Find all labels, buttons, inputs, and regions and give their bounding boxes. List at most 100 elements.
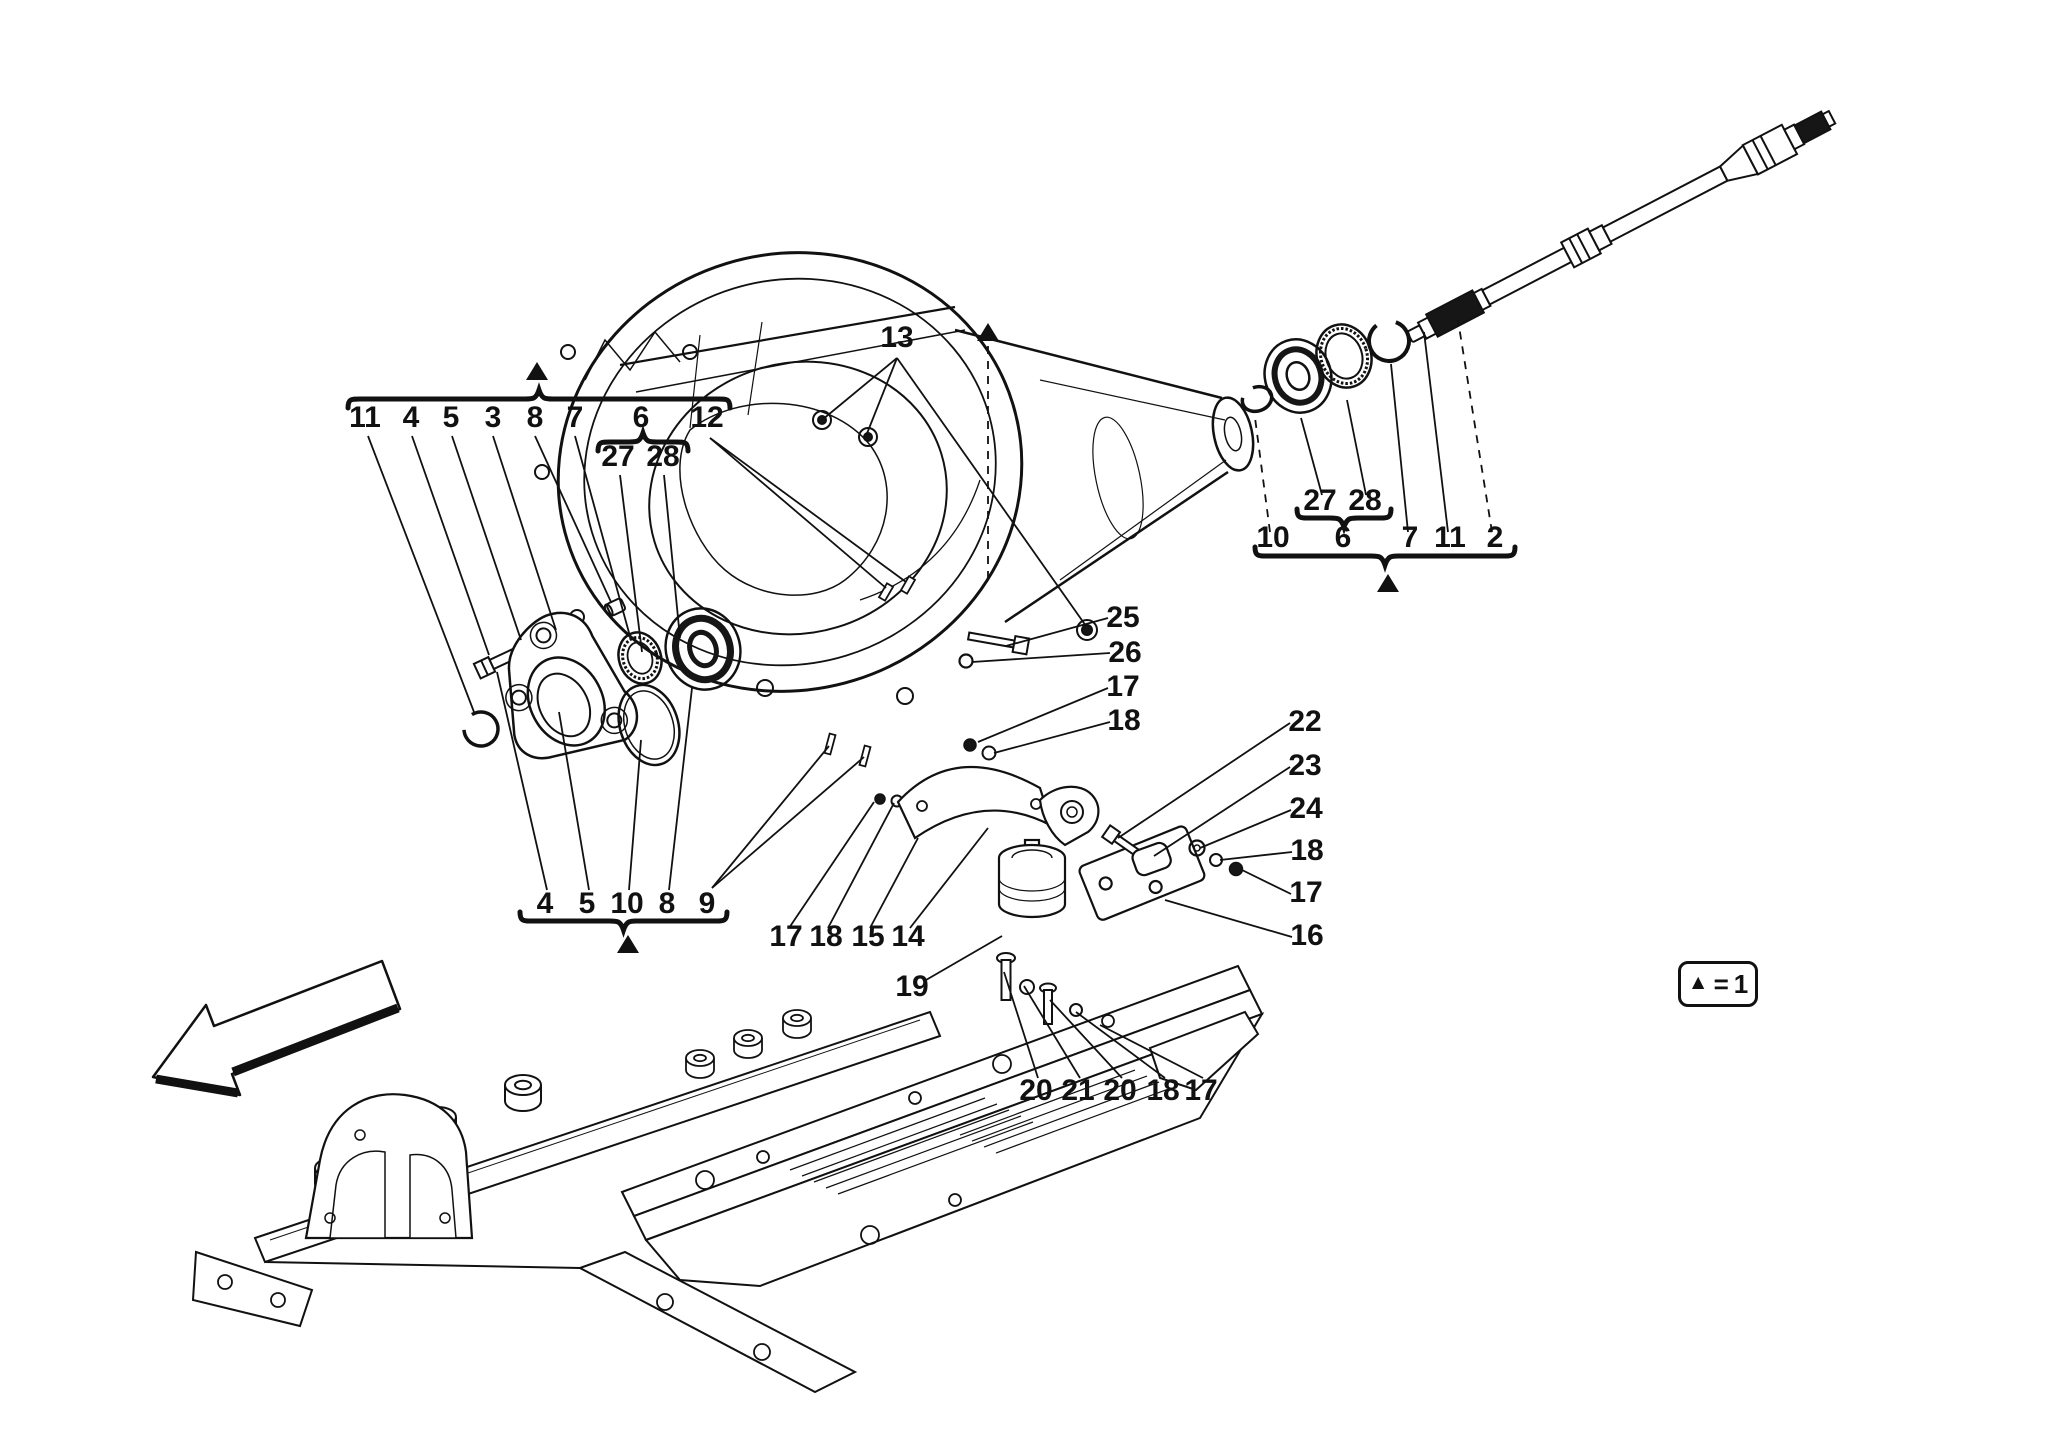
- legend-value: 1: [1733, 968, 1749, 999]
- callout-label: 7: [567, 401, 584, 434]
- leader-line: [367, 435, 475, 713]
- leader-lines: [367, 319, 1493, 1079]
- callout-label: 27: [1303, 484, 1336, 517]
- output-bearing-set: [1240, 319, 1411, 414]
- callout-label: 27: [601, 440, 634, 473]
- leader-line: [411, 435, 490, 656]
- leader-line: [1457, 319, 1493, 533]
- bolt-hole-icons: [534, 344, 1098, 705]
- leader-line: [1003, 971, 1039, 1079]
- callout-label: 17: [769, 920, 802, 953]
- callout-label: 14: [891, 920, 925, 953]
- leader-line: [993, 721, 1111, 754]
- leader-line: [1346, 399, 1367, 496]
- leader-line: [925, 935, 1003, 981]
- leader-line: [534, 435, 612, 603]
- callout-label: 8: [659, 887, 676, 920]
- seal-ring-icon: [617, 631, 663, 685]
- triangle-marker-icon: [617, 935, 639, 953]
- bolt-icon: [966, 631, 1031, 656]
- callout-label: 12: [690, 401, 723, 434]
- leader-line: [709, 437, 887, 589]
- callout-label: 23: [1288, 749, 1321, 782]
- callout-label: 18: [809, 920, 842, 953]
- leader-line: [971, 652, 1111, 663]
- grouping-brace: [595, 425, 691, 454]
- callout-label: 20: [1103, 1074, 1136, 1107]
- leader-line: [668, 687, 693, 891]
- leader-line: [1300, 417, 1323, 496]
- callout-label: 26: [1108, 636, 1141, 669]
- leader-line: [821, 357, 898, 421]
- gearbox-housing-illustration: [534, 251, 1255, 808]
- leader-line: [977, 687, 1109, 743]
- callout-label: 17: [1289, 876, 1322, 909]
- callout-label: 8: [527, 401, 544, 434]
- leader-line: [1219, 851, 1293, 861]
- callout-label: 5: [443, 401, 460, 434]
- assembly-triangle-markers: [526, 323, 1399, 953]
- chassis-subframe-illustration: [191, 964, 1265, 1394]
- leader-line: [1390, 363, 1409, 533]
- direction-arrow-icon: [151, 959, 402, 1098]
- leader-line: [788, 801, 875, 929]
- callout-label: 18: [1146, 1074, 1179, 1107]
- leader-line: [558, 711, 590, 891]
- callout-label: 7: [1402, 521, 1419, 554]
- leader-line: [1075, 1011, 1166, 1079]
- leader-line: [663, 474, 681, 639]
- grouping-brace: [1294, 506, 1394, 535]
- grouping-brace: [517, 909, 730, 938]
- grouping-braces: [345, 382, 1518, 938]
- callout-label: 10: [1256, 521, 1289, 554]
- bearing-icon: [664, 607, 742, 691]
- leader-line: [1423, 331, 1449, 533]
- callout-label: 16: [1290, 919, 1323, 952]
- damper-icon: [997, 838, 1067, 919]
- leader-line: [1023, 985, 1081, 1079]
- leader-line: [1164, 899, 1293, 938]
- leader-line: [628, 739, 642, 891]
- triangle-marker-icon: [526, 362, 548, 380]
- callout-label: 28: [646, 440, 679, 473]
- leader-line: [1117, 722, 1291, 839]
- callout-label: 5: [579, 887, 596, 920]
- callout-label: 25: [1106, 601, 1139, 634]
- leader-line: [574, 435, 632, 641]
- legend-equals-sign: =: [1713, 968, 1729, 999]
- callout-label: 18: [1107, 704, 1140, 737]
- rib-hatching: [789, 1069, 1172, 1195]
- callout-label: 9: [699, 887, 716, 920]
- leader-line: [1153, 766, 1291, 857]
- callout-label: 3: [485, 401, 502, 434]
- circlip-icon: [462, 710, 500, 748]
- drive-shaft-illustration: [1406, 109, 1837, 343]
- callout-label: 20: [1019, 1074, 1052, 1107]
- callout-label: 13: [880, 321, 913, 354]
- grouping-brace: [345, 382, 733, 411]
- callout-label: 28: [1348, 484, 1381, 517]
- triangle-marker-icon: [977, 323, 999, 341]
- leader-line: [1199, 809, 1292, 849]
- triangle-marker-icon: [1377, 574, 1399, 592]
- platform-bosses: [685, 1009, 812, 1079]
- callout-label: 11: [349, 401, 381, 434]
- leader-line: [709, 437, 907, 583]
- leader-line: [869, 837, 919, 929]
- callout-label: 10: [610, 887, 643, 920]
- leader-line: [896, 357, 1087, 627]
- callout-label: 22: [1288, 705, 1321, 738]
- callout-label: 6: [1335, 521, 1352, 554]
- leader-line: [1005, 617, 1109, 647]
- legend-box: ▲ = 1: [1678, 961, 1758, 1007]
- grouping-brace: [1252, 544, 1518, 573]
- leader-line: [1049, 999, 1123, 1079]
- leader-line: [711, 745, 830, 889]
- callout-label: 15: [851, 920, 884, 953]
- callout-label: 2: [1487, 521, 1504, 554]
- gearbox-mount-set: [896, 766, 1244, 1032]
- leader-line: [619, 474, 643, 653]
